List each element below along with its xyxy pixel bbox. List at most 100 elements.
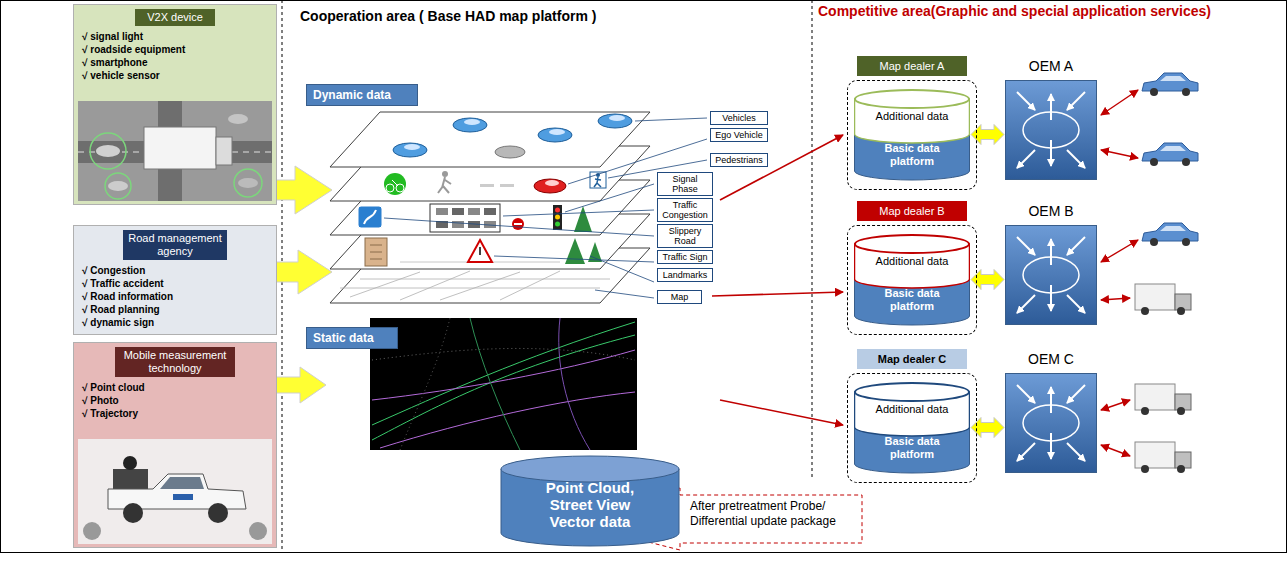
oem-router: OEM A: [1005, 80, 1097, 180]
cylinder-text: Additional data: [854, 255, 970, 268]
truck-icon-part: [1141, 465, 1149, 473]
car-icon-part: [1160, 146, 1186, 151]
layer-stack-part: [404, 144, 420, 150]
map-dealer-group: Map dealer BAdditional dataBasic data pl…: [847, 225, 977, 335]
car-icon-part: [1150, 238, 1158, 246]
layer-stack-part: [364, 210, 376, 224]
layer-stack-part: [588, 242, 602, 262]
shape-art-part: [105, 173, 131, 199]
data-cylinder: Additional dataBasic data platform: [854, 382, 970, 474]
vehicle-link-part: [1101, 400, 1130, 410]
layer-stack-part: [436, 208, 448, 215]
shape-art-part: [123, 503, 143, 523]
distribution-arrow-part: [720, 400, 843, 425]
layer-label-text: Vehicles: [711, 112, 767, 124]
layer-stack-part: [330, 112, 650, 167]
shape-art-part: [228, 114, 248, 124]
shape-art-part-part: [1050, 140, 1052, 166]
cylinder-text: Additional data: [854, 403, 970, 416]
shape-art: [854, 89, 970, 181]
shape-art-part: [238, 178, 258, 188]
layer-stack-part-part: [500, 271, 560, 300]
layer-stack-part: [438, 177, 451, 193]
car-icon-part: [1150, 158, 1158, 166]
map-dealer-group: Map dealer CAdditional dataBasic data pl…: [847, 373, 977, 483]
point-cloud-image-part: [370, 318, 637, 450]
shape-art-part: [855, 90, 969, 108]
layer-label: Ego Vehicle: [710, 128, 768, 142]
layer-stack-part: [452, 221, 464, 228]
source-panel: V2X device√ signal light√ roadside equip…: [73, 4, 277, 205]
layer-label: Slippery Road: [657, 224, 713, 248]
vehicle-link-part: [1101, 445, 1130, 456]
check-item: √ Traffic accident: [74, 277, 276, 290]
car-icon-part: [1142, 223, 1198, 241]
layer-stack-part: [609, 115, 625, 121]
shape-art-part-part: [1050, 239, 1052, 265]
shape-art-part: [96, 145, 120, 157]
car-icon-part: [1160, 226, 1186, 231]
shape-art-part: [1017, 237, 1085, 313]
shape-art-part: [1006, 81, 1097, 180]
oem-router: OEM B: [1005, 225, 1097, 325]
area-separator: [282, 0, 812, 553]
map-dealer-group: Map dealer AAdditional dataBasic data pl…: [847, 80, 977, 190]
layer-stack-part: [393, 143, 427, 157]
dealer-header: Map dealer B: [857, 201, 967, 221]
dealer-header: Map dealer C: [857, 349, 967, 369]
area-heading: Cooperation area ( Base HAD map platform…: [300, 8, 596, 25]
layer-stack-part-part: [440, 272, 520, 300]
shape-art-part: [113, 469, 148, 489]
layer-stack-part-part: [360, 279, 610, 280]
layer-stack: [330, 112, 650, 303]
layer-stack-part-part: [350, 272, 420, 297]
truck-icon-part: [1135, 442, 1175, 468]
car-icon-part: [1150, 88, 1158, 96]
oem-label: OEM B: [995, 203, 1107, 220]
point-cloud-image-part: [380, 392, 635, 448]
layer-stack-part: [500, 184, 514, 187]
panel-header: Mobile measurement technology: [115, 347, 235, 377]
double-arrow: [971, 270, 1004, 290]
shape-art-part-part: [1067, 92, 1085, 110]
oem-label: OEM A: [995, 58, 1107, 75]
car-icon-part: [1142, 73, 1198, 91]
check-item: √ Road information: [74, 290, 276, 303]
shape-art-part: [173, 494, 193, 500]
shape-art-part-part: [1050, 387, 1052, 413]
layer-stack-part: [538, 128, 572, 142]
shape-art-part: [557, 488, 862, 550]
distribution-arrow-part: [720, 135, 843, 200]
layer-tag: Dynamic data: [306, 84, 418, 106]
layer-stack-part: [480, 184, 494, 187]
oem-router: OEM C: [1005, 373, 1097, 473]
layer-stack-part: [594, 177, 601, 187]
layer-label: Traffic Sign: [657, 250, 713, 264]
point-cloud-image-part: [372, 335, 635, 440]
shape-art-part-part: [1067, 150, 1085, 168]
shape-art-part: [1017, 92, 1085, 168]
shape-art-part: [78, 439, 272, 544]
layer-label-text: Traffic Congestion: [658, 199, 712, 221]
layer-stack-part: [555, 215, 560, 220]
layer-stack-part: [545, 180, 559, 186]
layer-stack-part: [370, 252, 382, 253]
check-item: √ roadside equipment: [74, 43, 276, 56]
vehicle-link-part: [1101, 90, 1138, 115]
check-item: √ smartphone: [74, 56, 276, 69]
truck-icon-part: [1177, 465, 1185, 473]
shape-art-part: [108, 181, 128, 191]
point-cloud-image-part: [400, 318, 450, 450]
shape-art-part: [144, 127, 216, 169]
layer-stack-part: [574, 206, 592, 232]
shape-art-part: [216, 137, 232, 165]
layer-label-text: Landmarks: [658, 269, 712, 281]
point-cloud-image-part: [372, 322, 635, 425]
layer-stack-part: [598, 114, 632, 128]
shape-art-part-part: [1017, 443, 1035, 461]
layer-stack-part: [555, 222, 560, 227]
layer-stack-part: [534, 179, 566, 193]
shape-art: [854, 382, 970, 474]
shape-art-part-part: [1017, 237, 1035, 255]
